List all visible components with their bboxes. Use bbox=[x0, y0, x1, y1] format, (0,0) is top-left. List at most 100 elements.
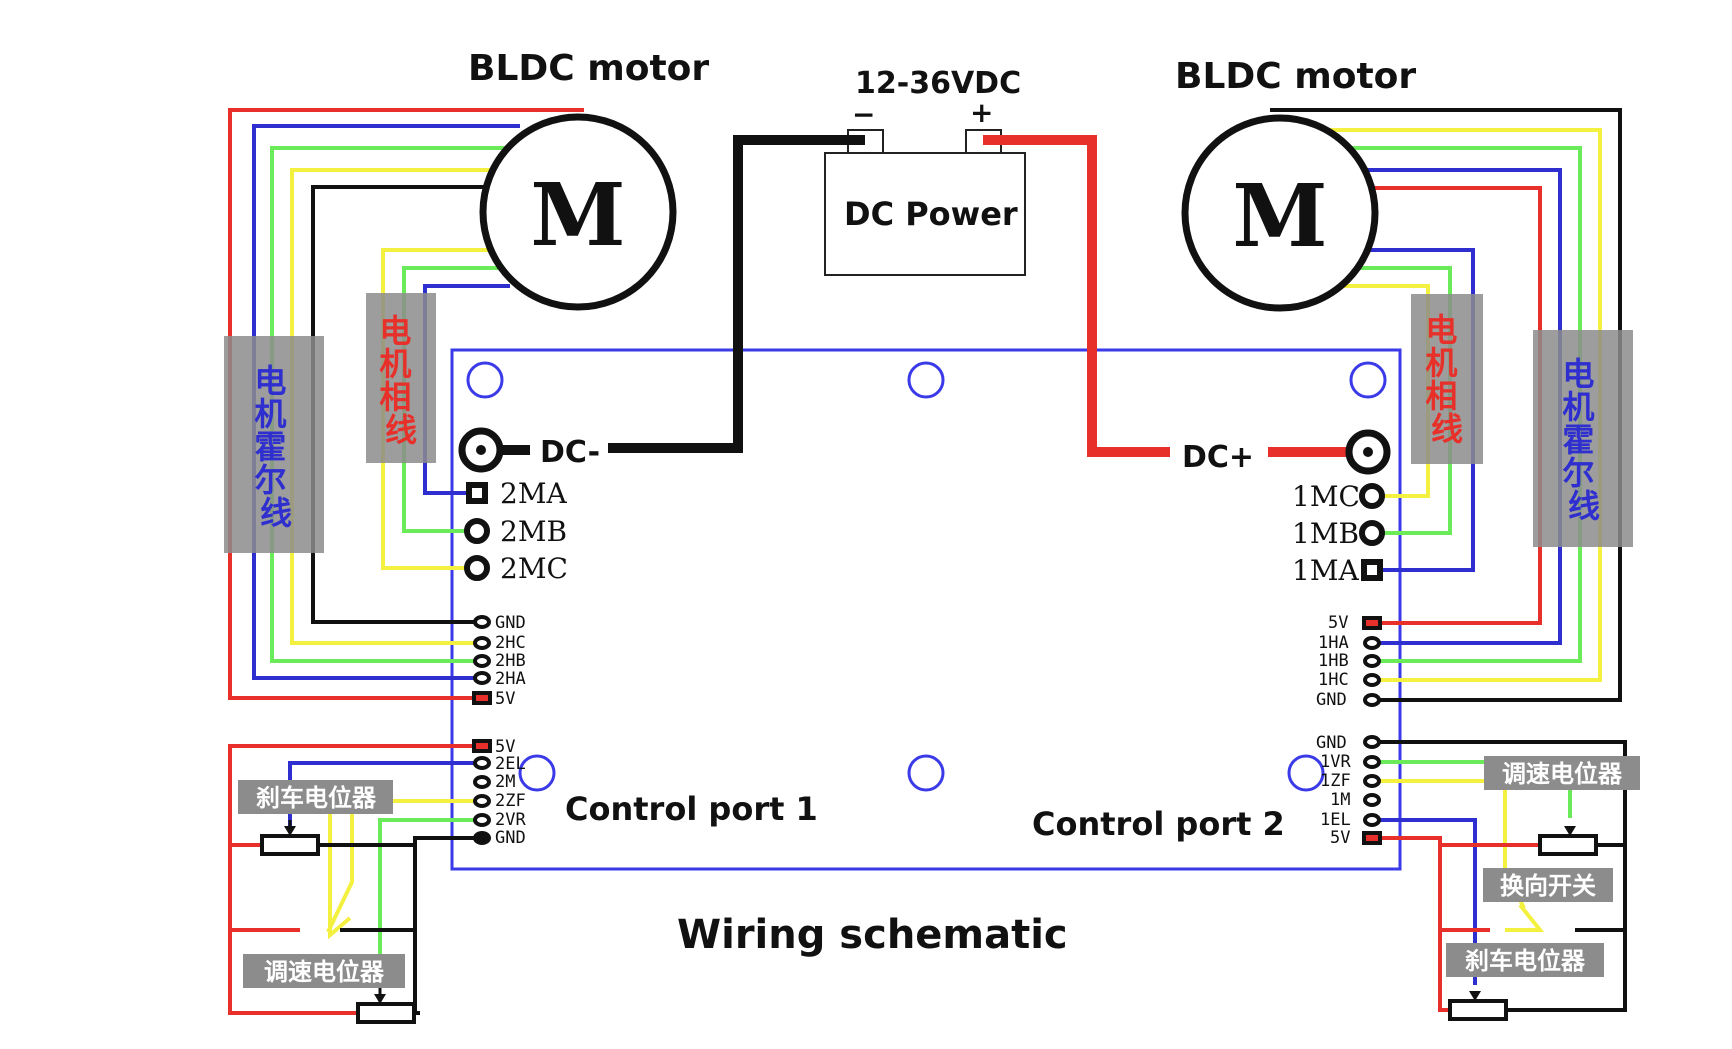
pin-label-2mb: 2MB bbox=[500, 515, 567, 548]
right-ctrl-pin-markers bbox=[1362, 735, 1382, 845]
mounting-hole bbox=[466, 361, 504, 399]
right-phase-pin-markers bbox=[1359, 483, 1385, 581]
left-speed-pot-label: 调速电位器 bbox=[264, 958, 385, 986]
pin-label-right-5v: 5V bbox=[1328, 613, 1348, 633]
mounting-holes bbox=[466, 361, 1387, 792]
left-phase-tag-text: 电 机 相 线 bbox=[379, 312, 422, 449]
pin-label-left-ctrl-gnd: GND bbox=[495, 828, 526, 848]
pin-label-1hb: 1HB bbox=[1318, 651, 1349, 671]
mounting-hole bbox=[518, 754, 556, 792]
hall-char: 电 bbox=[254, 362, 286, 400]
pin-label-2hb: 2HB bbox=[495, 651, 526, 671]
pos-sign: + bbox=[970, 96, 993, 129]
dc-pos-terminal bbox=[1345, 429, 1391, 475]
phase-char: 电 bbox=[379, 312, 411, 350]
left-phase-pin-markers bbox=[464, 482, 490, 581]
left-motor-symbol: M bbox=[530, 165, 625, 266]
ctrl-wire-black bbox=[413, 836, 478, 1015]
pin-label-right-ctrl-5v: 5V bbox=[1330, 828, 1350, 848]
mounting-hole bbox=[907, 361, 945, 399]
phase-char: 机 bbox=[379, 345, 411, 383]
pin-label-1zf: 1ZF bbox=[1320, 771, 1351, 791]
pin-label-right-gnd: GND bbox=[1316, 690, 1347, 710]
pin-label-1mc: 1MC bbox=[1292, 480, 1360, 513]
right-motor-symbol: M bbox=[1232, 166, 1327, 267]
left-motor-title: BLDC motor bbox=[468, 48, 709, 89]
pin-round bbox=[464, 518, 490, 544]
dc-neg-label: DC- bbox=[540, 435, 600, 470]
mounting-hole bbox=[1349, 361, 1387, 399]
ctrl-wire-yellow-2 bbox=[328, 799, 478, 940]
dc-negative-wire bbox=[608, 135, 865, 453]
right-phase-wire-tag: 电 机 相 线 bbox=[1411, 294, 1483, 464]
pin-label-1vr: 1VR bbox=[1320, 752, 1351, 772]
right-motor-title: BLDC motor bbox=[1175, 56, 1416, 97]
ctrl-wire-red bbox=[228, 744, 478, 1015]
phase-char: 线 bbox=[385, 411, 417, 449]
pin-label-2ma: 2MA bbox=[500, 477, 567, 510]
right-phase-tag-text: 电 机 相 线 bbox=[1425, 311, 1468, 448]
hall-char: 机 bbox=[254, 395, 286, 433]
neg-sign: − bbox=[852, 98, 875, 131]
left-hall-pin-markers bbox=[472, 615, 492, 705]
diagram-title: Wiring schematic bbox=[677, 912, 1068, 958]
dc-pos-label: DC+ bbox=[1182, 440, 1254, 475]
dc-power-box bbox=[824, 152, 1026, 276]
ctrl-wire-red bbox=[1370, 836, 1450, 1012]
pin-label-1mb: 1MB bbox=[1292, 517, 1359, 550]
hall-char: 电 bbox=[1562, 355, 1594, 393]
power-voltage-label: 12-36VDC bbox=[855, 66, 1021, 101]
ctrl-wire-yellow-2 bbox=[1505, 903, 1545, 932]
left-brake-pot-label: 刹车电位器 bbox=[256, 784, 377, 812]
left-hall-wire-tag: 电 机 霍 尔 线 bbox=[224, 336, 324, 553]
right-brake-pot-tag: 刹车电位器 bbox=[1446, 943, 1604, 977]
left-hall-tag-text: 电 机 霍 尔 线 bbox=[254, 362, 297, 532]
right-hall-wire-tag: 电 机 霍 尔 线 bbox=[1533, 330, 1633, 547]
left-phase-wire-tag: 电 机 相 线 bbox=[366, 293, 436, 463]
mounting-hole bbox=[1287, 754, 1325, 792]
pin-label-2el: 2EL bbox=[495, 754, 526, 774]
right-brake-pot-label: 刹车电位器 bbox=[1465, 947, 1586, 975]
pin-label-left-5v: 5V bbox=[495, 689, 515, 709]
right-hall-tag-text: 电 机 霍 尔 线 bbox=[1562, 355, 1605, 525]
pin-label-left-gnd: GND bbox=[495, 613, 526, 633]
pin-label-1m: 1M bbox=[1330, 790, 1350, 810]
dc-positive-wire bbox=[983, 135, 1170, 457]
left-brake-potentiometer bbox=[260, 820, 320, 856]
hall-char: 线 bbox=[1568, 487, 1600, 525]
control-port-2-label: Control port 2 bbox=[1032, 805, 1285, 843]
pin-round bbox=[1359, 483, 1385, 509]
dc-power-label: DC Power bbox=[844, 195, 1018, 233]
phase-char: 电 bbox=[1425, 311, 1457, 349]
right-speed-potentiometer bbox=[1538, 826, 1598, 856]
left-ctrl-pin-markers bbox=[472, 739, 492, 845]
hall-char: 线 bbox=[260, 494, 292, 532]
hall-char: 尔 bbox=[1562, 454, 1594, 492]
pin-label-2hc: 2HC bbox=[495, 633, 526, 653]
pin-label-right-ctrl-gnd: GND bbox=[1316, 733, 1347, 753]
right-motor: M bbox=[1181, 114, 1379, 312]
phase-char: 机 bbox=[1425, 344, 1457, 382]
mounting-hole bbox=[907, 754, 945, 792]
pin-label-2zf: 2ZF bbox=[495, 791, 526, 811]
right-hall-pin-markers bbox=[1362, 616, 1382, 707]
driver-board bbox=[450, 348, 1402, 871]
dc-neg-terminal bbox=[458, 427, 504, 473]
direction-switch-tag: 换向开关 bbox=[1483, 868, 1613, 902]
hall-char: 机 bbox=[1562, 388, 1594, 426]
phase-char: 相 bbox=[1425, 377, 1457, 415]
hall-char: 尔 bbox=[254, 461, 286, 499]
pin-label-1hc: 1HC bbox=[1318, 670, 1349, 690]
ctrl-wire-black bbox=[1370, 740, 1627, 1012]
pin-label-1ma: 1MA bbox=[1292, 554, 1359, 587]
pin-label-left-ctrl-5v: 5V bbox=[495, 737, 515, 757]
left-speed-pot-tag: 调速电位器 bbox=[243, 954, 405, 988]
pin-label-2mc: 2MC bbox=[500, 552, 568, 585]
left-motor: M bbox=[479, 113, 677, 311]
right-speed-pot-tag: 调速电位器 bbox=[1484, 756, 1640, 790]
pin-label-1el: 1EL bbox=[1320, 810, 1351, 830]
hall-char: 霍 bbox=[254, 428, 286, 466]
left-brake-pot-tag: 刹车电位器 bbox=[238, 780, 393, 814]
right-brake-potentiometer bbox=[1448, 991, 1508, 1021]
